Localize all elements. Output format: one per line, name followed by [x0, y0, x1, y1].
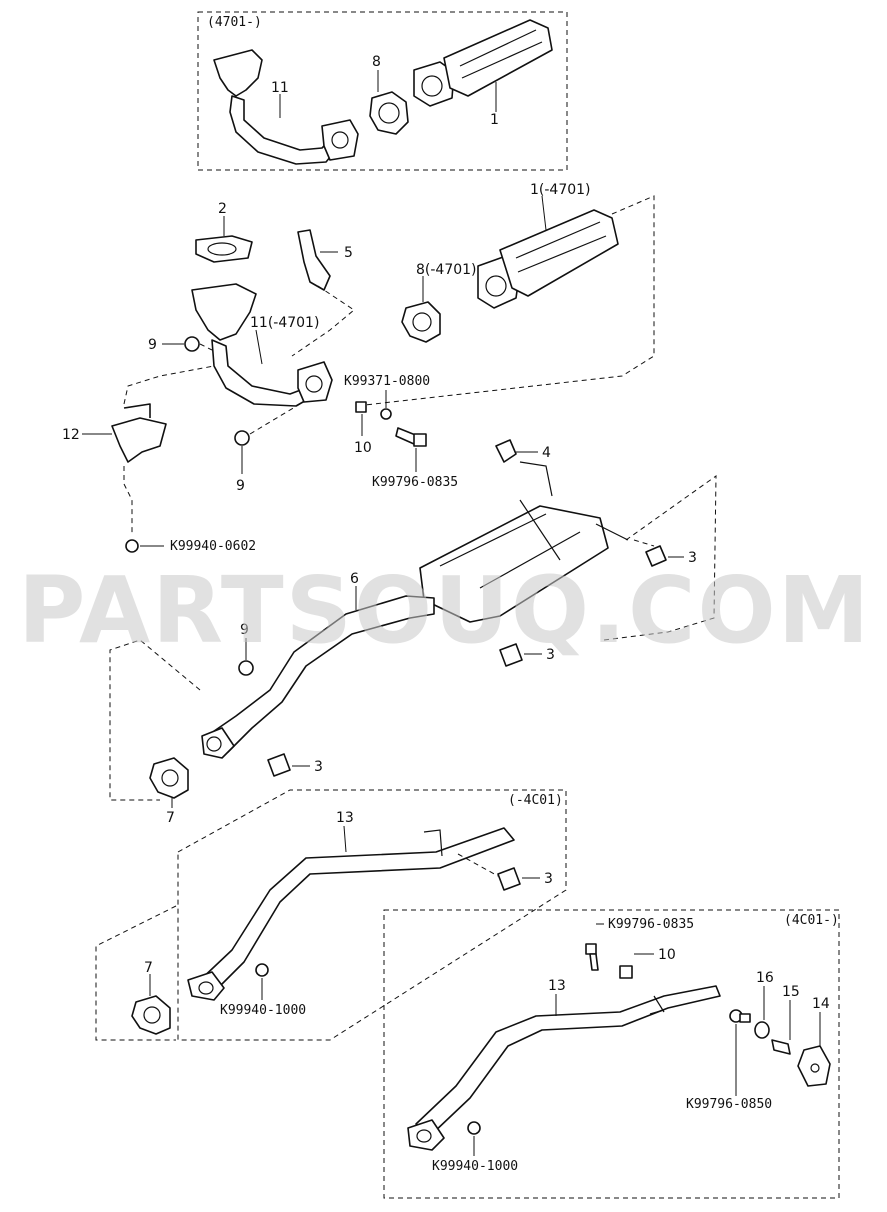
gasket-7-b[interactable]: [131, 995, 171, 1035]
rubber-mount-3-c[interactable]: [267, 753, 291, 777]
callout-4: 4: [542, 445, 551, 461]
bottom-group-label: (4C01-): [784, 913, 839, 928]
callout-11-top: 11: [271, 80, 289, 96]
callout-10-b: 10: [658, 947, 676, 963]
callout-k99796-a: K99796-0835: [372, 475, 458, 490]
callout-3-a: 3: [688, 550, 697, 566]
washer-16[interactable]: [754, 1021, 770, 1039]
callout-15: 15: [782, 984, 800, 1000]
top-group-box: [197, 11, 568, 171]
tail-pipe-13-b[interactable]: [407, 985, 721, 1151]
nut-9-a[interactable]: [184, 336, 200, 352]
watermark-text: PARTSOUQ.COM: [18, 557, 871, 664]
nut-9-b[interactable]: [234, 430, 250, 446]
callout-7-b: 7: [144, 960, 153, 976]
callout-1-mid: 1(-4701): [530, 182, 591, 198]
callout-3-c: 3: [314, 759, 323, 775]
callout-8-mid: 8(-4701): [416, 262, 477, 278]
rubber-mount-4[interactable]: [495, 439, 517, 463]
callout-k99371: K99371-0800: [344, 374, 430, 389]
bracket-12[interactable]: [111, 403, 167, 463]
callout-3-b: 3: [546, 647, 555, 663]
callout-k99796-b: K99796-0835: [608, 917, 694, 932]
nut-k99940-a[interactable]: [125, 539, 139, 553]
callout-13-b: 13: [548, 978, 566, 994]
callout-16: 16: [756, 970, 774, 986]
nut-k99940-b[interactable]: [255, 963, 269, 977]
catalytic-converter-1-mid[interactable]: [477, 209, 619, 309]
front-pipe-11-mid[interactable]: [191, 283, 333, 407]
gasket-2[interactable]: [195, 235, 253, 263]
washer-k99371[interactable]: [380, 408, 392, 420]
callout-12: 12: [62, 427, 80, 443]
middle-group-label: (-4C01): [508, 793, 563, 808]
callout-8-top: 8: [372, 54, 381, 70]
callout-k99940-b: K99940-1000: [220, 1003, 306, 1018]
callout-9-b: 9: [236, 478, 245, 494]
rubber-mount-3-b[interactable]: [499, 643, 523, 667]
callout-10-a: 10: [354, 440, 372, 456]
nut-9-c[interactable]: [238, 660, 254, 676]
callout-2: 2: [218, 201, 227, 217]
bracket-5[interactable]: [297, 229, 331, 291]
rubber-mount-3-d[interactable]: [497, 867, 521, 891]
callout-9-c: 9: [240, 622, 249, 638]
callout-11-mid: 11(-4701): [250, 315, 319, 331]
callout-13-a: 13: [336, 810, 354, 826]
callout-k99940-c: K99940-1000: [432, 1159, 518, 1174]
bolt-k99796-c[interactable]: [729, 1009, 751, 1023]
callout-5: 5: [344, 245, 353, 261]
center-pipe-6[interactable]: [201, 595, 435, 759]
callout-6: 6: [350, 571, 359, 587]
callout-9-a: 9: [148, 337, 157, 353]
callout-3-d: 3: [544, 871, 553, 887]
callout-k99796-c: K99796-0850: [686, 1097, 772, 1112]
callout-7-a: 7: [166, 810, 175, 826]
middle-group-box: [177, 789, 567, 1041]
nut-k99940-c[interactable]: [467, 1121, 481, 1135]
hanger-14[interactable]: [797, 1045, 831, 1087]
tail-pipe-13-a[interactable]: [187, 827, 515, 1001]
gasket-8-mid[interactable]: [401, 301, 441, 343]
gasket-7-a[interactable]: [149, 757, 189, 799]
front-pipe-11-top[interactable]: [213, 49, 359, 165]
bolt-k99796-b[interactable]: [585, 943, 599, 971]
rubber-mount-3-a[interactable]: [645, 545, 667, 567]
gasket-8-top[interactable]: [369, 91, 409, 135]
callout-k99940-a: K99940-0602: [170, 539, 256, 554]
callout-1-top: 1: [490, 112, 499, 128]
collar-15[interactable]: [771, 1039, 791, 1055]
catalytic-converter-1-top[interactable]: [413, 19, 553, 107]
clip-10-b[interactable]: [619, 965, 633, 979]
bolt-k99796-a[interactable]: [395, 427, 427, 447]
top-group-label: (4701-): [207, 15, 262, 30]
clip-10-a[interactable]: [355, 401, 367, 413]
callout-14: 14: [812, 996, 830, 1012]
bottom-group-box: [383, 909, 840, 1199]
